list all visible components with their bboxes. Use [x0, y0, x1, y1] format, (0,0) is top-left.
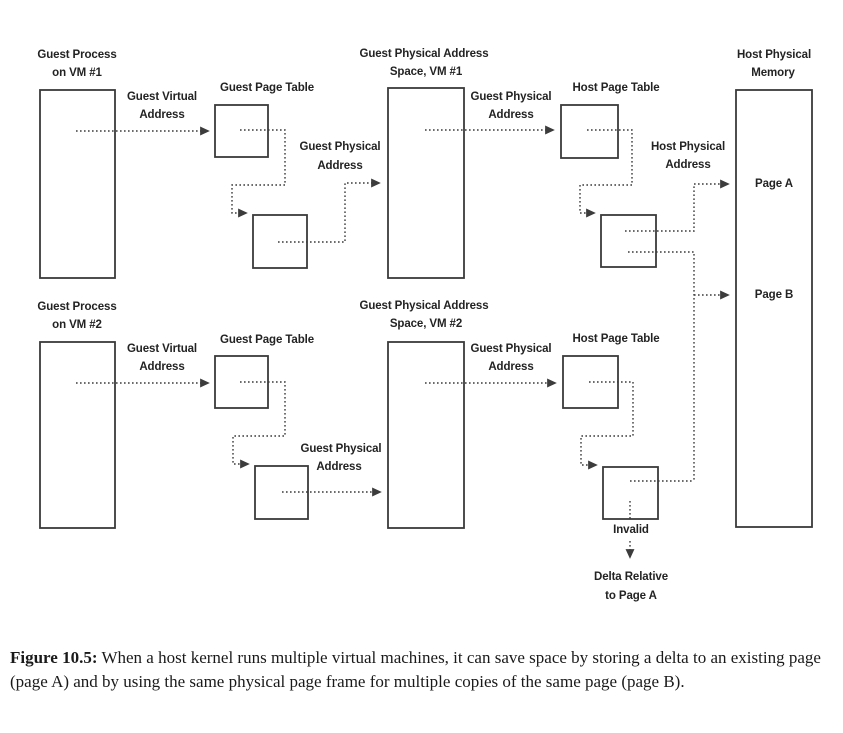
vm2-guest-physical-address-right-line2: Address [488, 361, 533, 373]
host-memory-title-line1: Host Physical [737, 49, 811, 61]
vm2-host-page-table-lookup-path [580, 381, 634, 470]
host-memory-title-line2: Memory [751, 67, 795, 79]
vm2-guest-page-table-lookup-path [232, 381, 286, 469]
vm2-guest-physical-address-left-line1: Guest Physical [300, 443, 381, 455]
vm1-space-title-line2: Space, VM #1 [390, 66, 463, 78]
vm1-guest-process-box [39, 89, 116, 279]
delta-label-line1: Delta Relative [594, 571, 668, 583]
vm2-process-title-line2: on VM #2 [52, 319, 102, 331]
figure-diagram: Guest Process on VM #1 Guest Virtual Add… [37, 48, 813, 602]
vm1-guest-virtual-address-label-line2: Address [139, 109, 184, 121]
vm1-guest-physical-space-box [387, 87, 465, 279]
vm2-guest-process-box [39, 341, 116, 529]
vm2-guest-page-table-title: Guest Page Table [220, 334, 314, 346]
delta-label-line2: to Page A [605, 590, 657, 602]
invalid-label: Invalid [613, 524, 649, 536]
vm2-space-title-line2: Space, VM #2 [390, 318, 462, 330]
vm1-guest-virtual-address-label-line1: Guest Virtual [127, 91, 197, 103]
vm2-host-page-table-title: Host Page Table [572, 333, 659, 345]
vm1-process-title-line2: on VM #1 [52, 67, 102, 79]
vm1-host-page-table-lookup-path [579, 129, 633, 218]
figure-caption-label: Figure 10.5: [10, 648, 98, 667]
vm1-host-page-table-title: Host Page Table [572, 82, 659, 94]
vm2-guest-virtual-address-label-line2: Address [139, 361, 184, 373]
vm1-host-page-table-box-1 [560, 104, 619, 159]
vm1-guest-physical-address-left-line2: Address [317, 160, 362, 172]
vm1-host-physical-address-label-line1: Host Physical [651, 141, 725, 153]
vm1-guest-physical-address-right-line2: Address [488, 109, 533, 121]
vm1-process-title-line1: Guest Process [37, 49, 116, 61]
page-a-label: Page A [755, 178, 793, 190]
vm1-space-title-line1: Guest Physical Address [359, 48, 488, 60]
vm2-guest-physical-space-box [387, 341, 465, 529]
vm1-guest-page-table-title: Guest Page Table [220, 82, 314, 94]
figure-caption: Figure 10.5: When a host kernel runs mul… [10, 646, 838, 694]
vm2-guest-virtual-address-label-line1: Guest Virtual [127, 343, 197, 355]
vm2-guest-physical-address-right-line1: Guest Physical [470, 343, 551, 355]
vm1-guest-physical-address-right-line1: Guest Physical [470, 91, 551, 103]
vm1-host-page-table-box-2 [600, 214, 657, 268]
vm2-guest-physical-address-left-line2: Address [316, 461, 361, 473]
vm1-guest-physical-address-left-line1: Guest Physical [299, 141, 380, 153]
vm1-guest-page-table-box-1 [214, 104, 269, 158]
vm2-space-title-line1: Guest Physical Address [359, 300, 488, 312]
page-b-label: Page B [755, 289, 793, 301]
shared-page-b-wire [628, 251, 695, 481]
vm2-process-title-line1: Guest Process [37, 301, 116, 313]
figure-caption-text: When a host kernel runs multiple virtual… [10, 648, 821, 691]
vm2-guest-page-table-box-2 [254, 465, 309, 520]
vm1-host-physical-address-label-line2: Address [665, 159, 710, 171]
vm2-host-page-table-box-2 [602, 466, 659, 520]
vm1-guest-physical-address-arrow [278, 178, 381, 243]
host-physical-memory-box [735, 89, 813, 528]
vm1-host-physical-address-arrow-page-a [625, 179, 730, 232]
vm1-guest-page-table-lookup-path [231, 129, 286, 218]
